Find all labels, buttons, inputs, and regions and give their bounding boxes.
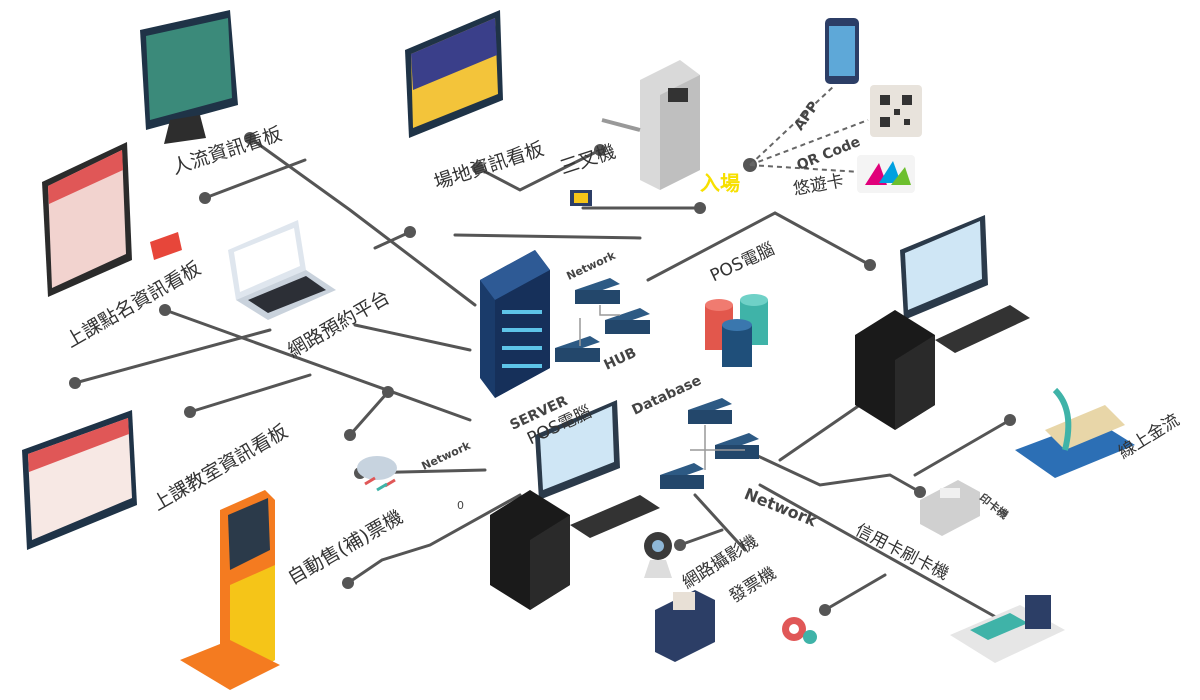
- gear-icon: [782, 617, 817, 644]
- printer-icon: [655, 590, 715, 662]
- phone-icon: [825, 18, 859, 84]
- line-venue-board: [476, 148, 602, 192]
- card-terminal-icon: [950, 595, 1065, 663]
- entry-dashed-lines: [749, 84, 869, 173]
- connection-lines: [73, 136, 1012, 627]
- label-stray-zero: 0: [457, 499, 464, 512]
- line-roll-call: [163, 308, 472, 422]
- keyboard-icon: [570, 495, 660, 538]
- qr-icon: [870, 85, 922, 137]
- tablet-icon: [42, 142, 132, 297]
- laptop-icon: [228, 220, 336, 320]
- line-crowd-board: [248, 136, 477, 307]
- chip-icon: [570, 190, 592, 206]
- hub-icon: [555, 278, 759, 489]
- line-network-right: [743, 448, 922, 494]
- camera-icon: [644, 532, 672, 578]
- monitor-icon: [22, 410, 137, 550]
- kiosk-icon: [180, 490, 280, 690]
- card-icon: [150, 232, 182, 260]
- monitor-icon: [140, 10, 238, 144]
- line-gear: [823, 573, 887, 612]
- monitor-icon: [405, 10, 503, 138]
- easycard-icon: [857, 155, 915, 193]
- pc-tower-icon: [490, 490, 570, 610]
- keyboard-icon: [935, 305, 1030, 353]
- line-booking: [353, 323, 472, 352]
- database-icon: [705, 294, 768, 367]
- line-card-reader: [758, 483, 1012, 627]
- turnstile-icon: [601, 60, 700, 190]
- server-rack-icon: [480, 250, 550, 398]
- payment-icon: [1015, 387, 1135, 478]
- line-pos-top: [646, 211, 872, 282]
- cloud-icon: [357, 456, 397, 492]
- monitor-icon: [535, 400, 620, 500]
- label-entry: 入場: [700, 171, 740, 195]
- printer-icon: [920, 480, 980, 536]
- monitor-icon: [900, 215, 988, 320]
- pc-tower-icon: [855, 310, 935, 430]
